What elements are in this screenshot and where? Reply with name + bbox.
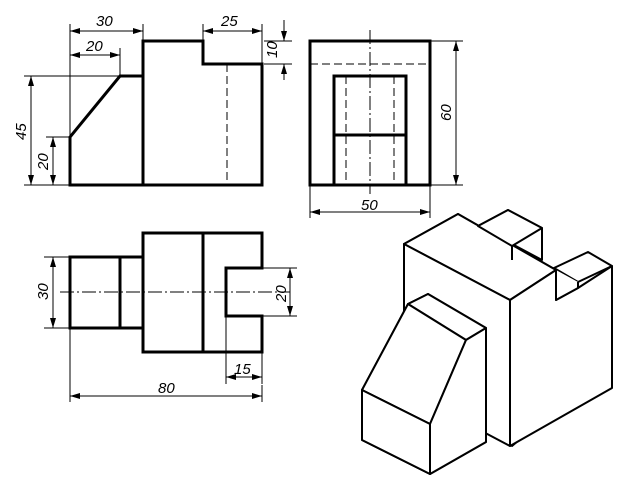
dim-top-30: 30: [35, 256, 69, 329]
side-view: 60 50: [308, 30, 463, 218]
dim-side-60-label: 60: [438, 104, 455, 121]
isometric-view: [361, 209, 613, 475]
dim-side-60: 60: [431, 40, 463, 186]
dim-front-45-label: 45: [13, 123, 30, 140]
front-view-outline: [68, 39, 264, 187]
dim-front-20b-label: 20: [35, 153, 52, 171]
dim-side-50-label: 50: [361, 197, 378, 214]
top-view: 30 20 15 80: [35, 231, 297, 402]
dim-top-15: 15: [225, 317, 263, 384]
dim-top-20: 20: [263, 267, 297, 317]
dim-side-50: 50: [309, 186, 431, 218]
dim-top-20-label: 20: [273, 285, 290, 303]
dim-top-15-label: 15: [234, 361, 251, 378]
iso-front-block-side: [429, 327, 487, 475]
dim-top-80: 80: [69, 329, 263, 402]
dim-front-10: 10: [264, 20, 292, 80]
dim-front-25-label: 25: [220, 13, 238, 30]
dim-front-30: 30: [69, 13, 144, 135]
dim-top-30-label: 30: [35, 283, 52, 300]
dim-front-20-height: 20: [35, 136, 69, 185]
dim-front-20-chamfer: 20: [70, 38, 121, 75]
dim-front-10-label: 10: [264, 41, 281, 58]
dim-front-20-label: 20: [85, 38, 103, 55]
dim-top-80-label: 80: [158, 380, 175, 397]
dim-front-25: 25: [202, 13, 263, 63]
dim-front-45: 45: [13, 75, 119, 186]
front-view: 30 20 25 10: [13, 13, 292, 187]
iso-slot: [555, 270, 579, 301]
top-view-outline: [68, 231, 264, 354]
dim-front-30-label: 30: [96, 13, 113, 30]
